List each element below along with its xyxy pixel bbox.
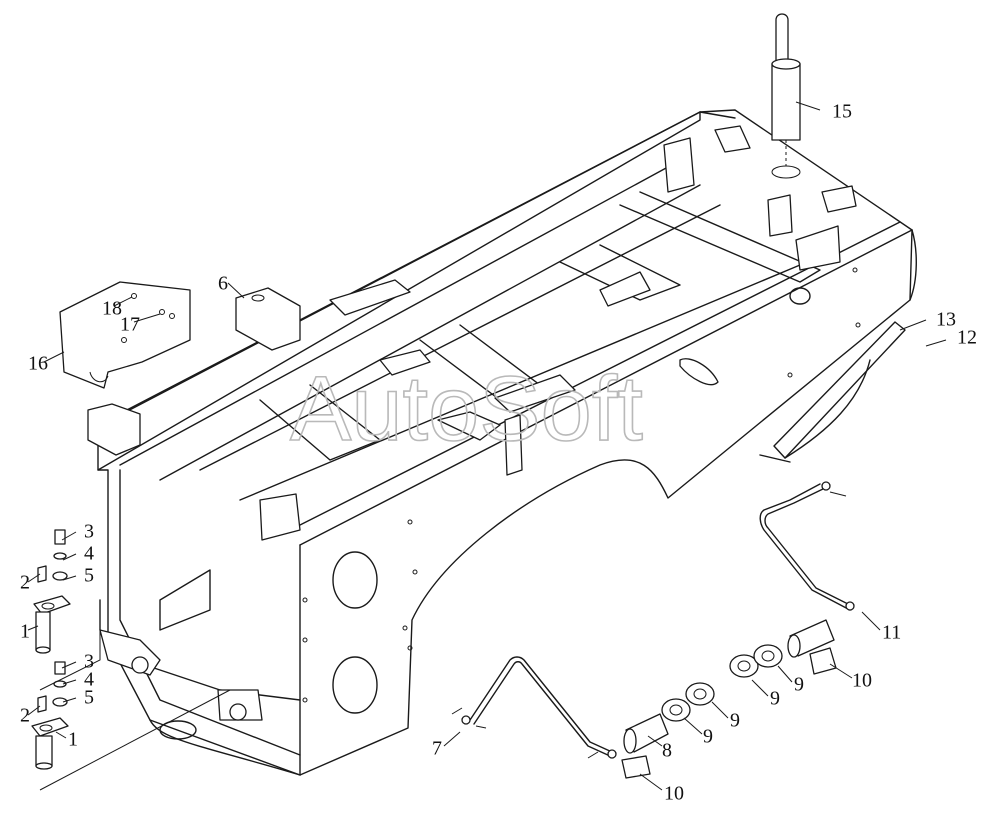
callout-label-c1a: 1 [20,621,30,643]
callout-leader-c1a [27,625,39,631]
callout-label-c10a: 10 [852,670,872,692]
callout-leader-c3a [61,531,77,541]
callout-leader-c12 [925,339,947,347]
callout-leader-c2a [27,573,41,583]
callout-label-c18: 18 [102,298,122,320]
callout-label-c6: 6 [218,273,228,295]
callout-leader-c6 [227,282,245,299]
callout-label-c9b: 9 [770,688,780,710]
callout-leader-c15 [795,101,821,111]
callout-label-c9c: 9 [730,710,740,732]
callout-leader-c13 [899,319,927,331]
callout-leader-c9d [683,717,703,735]
callout-label-c7: 7 [432,738,442,760]
watermark: AutoSoft [290,358,643,460]
callout-leader-c16 [43,351,65,363]
callout-label-c13: 13 [936,309,956,331]
callout-leader-c9c [711,701,729,719]
callout-label-c17: 17 [120,314,140,336]
callout-label-c15: 15 [832,101,852,123]
callout-label-c8: 8 [662,740,672,762]
callout-leader-c2b [27,705,41,716]
callout-label-c9d: 9 [703,726,713,748]
callout-label-c5b: 5 [84,687,94,709]
callout-label-c1b: 1 [68,729,78,751]
callout-leader-c4b [62,679,77,685]
callout-leader-c9b [751,679,769,697]
callout-leader-c5a [62,575,77,581]
callout-leader-c4a [62,553,77,561]
callout-label-c9a: 9 [794,674,804,696]
pin-set-upper [33,529,101,691]
callout-label-c4b: 4 [84,669,94,691]
callout-label-c16: 16 [28,353,48,375]
callout-leader-c18 [113,296,133,307]
callout-label-c11: 11 [882,622,901,644]
callout-leader-c10b [639,773,663,791]
main-frame [87,109,917,776]
callout-leader-c7 [443,731,461,747]
part-16-cover [59,281,191,389]
part-15-pin [771,13,801,179]
callout-leader-c5b [62,697,77,703]
pin-set-lower [31,661,231,791]
callout-label-c4a: 4 [84,543,94,565]
callout-label-c3b: 3 [84,651,94,673]
callout-leader-c3b [61,661,77,669]
callout-leader-c9a [777,665,793,683]
callout-label-c10b: 10 [664,783,684,805]
callout-leader-c10a [829,663,853,679]
bar-and-roller-assembly [451,481,855,779]
callout-label-c5a: 5 [84,565,94,587]
callout-leader-c8 [647,735,663,747]
callout-leader-c17 [133,313,161,323]
callout-label-c12: 12 [957,327,977,349]
callout-label-c2b: 2 [20,705,30,727]
callout-leader-c11 [861,611,881,631]
callout-leader-c1b [55,731,67,739]
callout-label-c3a: 3 [84,521,94,543]
callout-label-c2a: 2 [20,572,30,594]
